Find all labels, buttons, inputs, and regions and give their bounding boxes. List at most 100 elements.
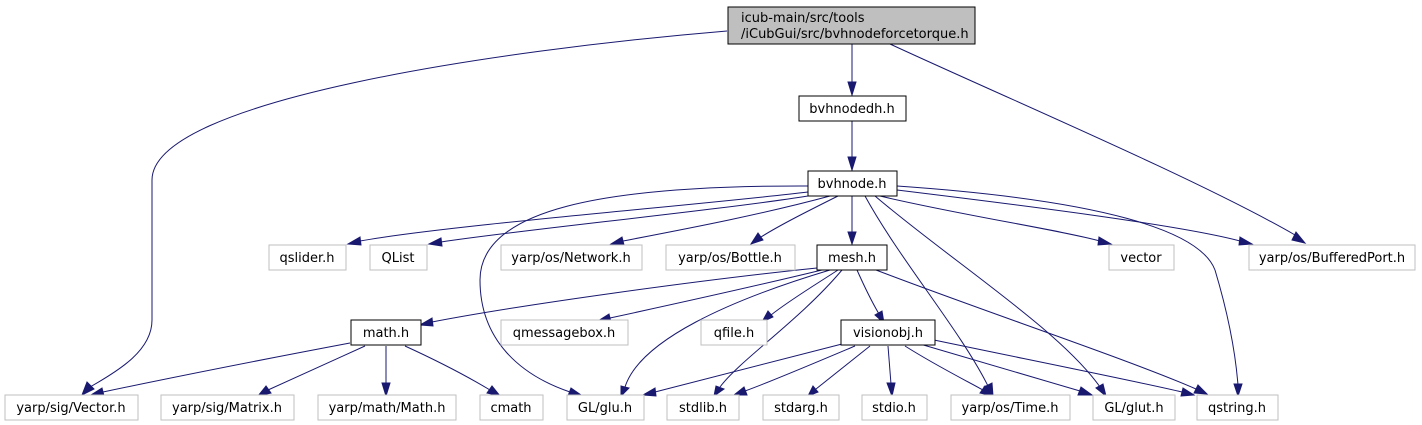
node-mathmath[interactable]: yarp/math/Math.h [317,394,457,421]
node-cmath[interactable]: cmath [479,394,544,421]
edge-bvhnode-mesh-arrow [847,231,857,246]
edge-math-mathmath-arrow [381,382,391,398]
node-math[interactable]: math.h [350,319,422,346]
node-root-label-line1: icub-main/src/tools [741,11,865,26]
edge-mesh-glu [624,269,831,388]
node-math-label: math.h [363,326,409,341]
edge-mesh-stdlib-arrow [713,385,726,398]
edge-mesh-qfile [770,269,839,316]
node-qslider[interactable]: qslider.h [268,244,347,271]
edge-mesh-qstring [875,269,1197,390]
edge-visionobj-glut [919,343,1081,392]
node-bottle-label: yarp/os/Bottle.h [678,251,782,266]
node-stdio[interactable]: stdio.h [861,394,928,421]
node-glut-label: GL/glut.h [1104,401,1163,416]
edge-math-sigvector [102,342,351,393]
node-qlist-label: QList [382,251,415,266]
nodes: icub-main/src/tools /iCubGui/src/bvhnode… [4,6,1416,421]
node-stdlib[interactable]: stdlib.h [666,394,740,421]
node-bvhnode-label: bvhnode.h [818,177,887,192]
edge-mesh-qstring-arrow [1193,384,1209,395]
node-root[interactable]: icub-main/src/tools /iCubGui/src/bvhnode… [727,6,976,45]
edge-bvhnode-glut-arrow [1095,383,1107,398]
edge-visionobj-stdarg [815,345,871,390]
edge-bvhnode-qslider [359,191,809,242]
edge-visionobj-ostime [904,345,984,391]
node-bufferedport-label: yarp/os/BufferedPort.h [1259,251,1405,266]
edge-bvhnode-qlist-arrow [427,237,443,247]
node-stdio-label: stdio.h [872,401,916,416]
edge-math-cmath [404,345,491,391]
edge-bvhnode-network [622,195,831,242]
node-mesh[interactable]: mesh.h [816,244,888,271]
node-network[interactable]: yarp/os/Network.h [500,244,643,271]
edge-visionobj-stdlib [744,345,856,392]
edge-bvhnode-qlist [440,195,809,243]
node-glu[interactable]: GL/glu.h [566,394,645,421]
edge-bvhnode-qstring [896,185,1239,386]
node-cmath-label: cmath [490,401,531,416]
node-vector[interactable]: vector [1108,244,1175,271]
edge-visionobj-stdio-arrow [886,382,896,398]
node-ostime-label: yarp/os/Time.h [962,401,1059,416]
node-sigmatrix[interactable]: yarp/sig/Matrix.h [160,394,295,421]
edge-visionobj-stdlib-arrow [732,386,748,396]
edge-root-bufferedport-arrow [1291,231,1307,244]
node-vector-label: vector [1120,251,1162,266]
edge-mesh-stdlib [719,269,843,388]
node-qmessagebox-label: qmessagebox.h [513,326,616,341]
node-qstring-label: qstring.h [1208,401,1266,416]
edge-bvhnode-qslider-arrow [346,236,362,246]
edges [81,30,1307,398]
edge-math-sigmatrix [267,345,366,391]
node-glu-label: GL/glu.h [578,401,632,416]
edge-root-sigvector [89,30,728,388]
node-qfile[interactable]: qfile.h [700,319,768,346]
node-qlist[interactable]: QList [369,244,428,271]
node-stdlib-label: stdlib.h [679,401,727,416]
node-mesh-label: mesh.h [828,251,876,266]
node-visionobj-label: visionobj.h [853,326,923,341]
node-qstring[interactable]: qstring.h [1196,394,1279,421]
edge-bvhnode-network-arrow [609,236,625,246]
edge-root-sigvector-arrow [81,381,95,397]
edge-visionobj-qstring-arrow [1180,387,1196,397]
node-root-label-line2: /iCubGui/src/bvhnodeforcetorque.h [741,27,969,42]
node-bvhnodedh-label: bvhnodedh.h [809,102,895,117]
edge-visionobj-glu-arrow [641,387,657,397]
edge-mesh-math-arrow [418,317,434,327]
edge-visionobj-glut-arrow [1077,386,1094,396]
node-sigmatrix-label: yarp/sig/Matrix.h [172,401,282,416]
node-bufferedport[interactable]: yarp/os/BufferedPort.h [1248,244,1416,271]
edge-bvhnode-glu [479,185,813,393]
node-bottle[interactable]: yarp/os/Bottle.h [665,244,796,271]
node-stdarg-label: stdarg.h [774,401,828,416]
edge-root-bufferedport [889,43,1296,236]
edge-bvhnode-qstring-arrow [1233,383,1243,398]
node-qslider-label: qslider.h [279,251,334,266]
node-ostime[interactable]: yarp/os/Time.h [950,394,1071,421]
node-qfile-label: qfile.h [714,326,754,341]
node-stdarg[interactable]: stdarg.h [762,394,840,421]
node-glut[interactable]: GL/glut.h [1092,394,1176,421]
node-bvhnodedh[interactable]: bvhnodedh.h [798,95,907,122]
edge-bvhnode-glut [874,195,1101,388]
node-sigvector[interactable]: yarp/sig/Vector.h [4,394,139,421]
node-qmessagebox[interactable]: qmessagebox.h [500,319,629,346]
node-sigvector-label: yarp/sig/Vector.h [16,401,125,416]
edge-mesh-qmessagebox [609,269,823,319]
edge-root-bvhnodedh-arrow [847,81,857,97]
edge-visionobj-stdarg-arrow [806,385,819,397]
edge-bvhnode-bufferedport [896,189,1241,242]
node-bvhnode[interactable]: bvhnode.h [807,170,898,197]
edge-bvhnode-bottle-arrow [749,232,764,245]
edge-bvhnode-bufferedport-arrow [1238,236,1254,246]
edge-bvhnode-vector [879,195,1101,242]
edge-bvhnodedh-bvhnode-arrow [847,156,857,172]
edge-bvhnode-vector-arrow [1097,236,1113,246]
node-network-label: yarp/os/Network.h [511,251,630,266]
edge-bvhnode-bottle [760,195,839,238]
edge-mesh-visionobj [856,269,880,315]
node-visionobj[interactable]: visionobj.h [840,319,936,346]
